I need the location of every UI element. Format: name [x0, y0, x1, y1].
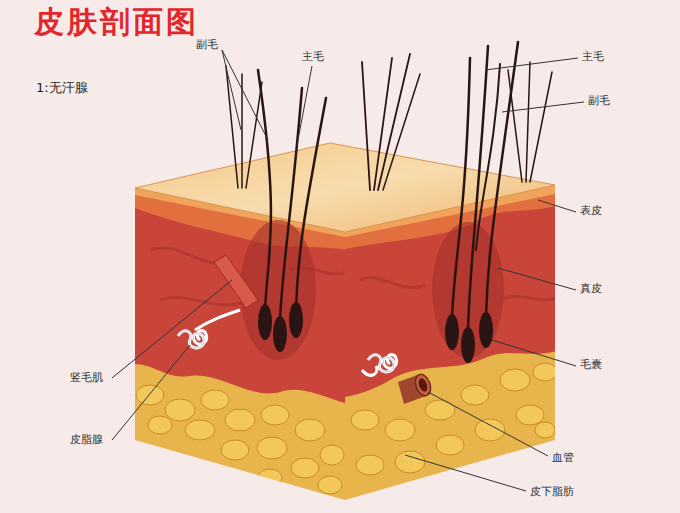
diagram-title: 皮肤剖面图	[34, 4, 199, 40]
part-label: 毛囊	[580, 358, 602, 371]
part-label: 副毛	[196, 38, 218, 51]
part-label: 真皮	[580, 282, 602, 295]
part-label: 皮脂腺	[70, 433, 103, 446]
leader-lines	[112, 50, 584, 491]
left-face	[130, 180, 350, 510]
part-label: 竖毛肌	[70, 371, 103, 384]
sebaceous-glands	[178, 310, 397, 375]
skin-top	[135, 143, 555, 232]
part-label: 主毛	[302, 50, 324, 63]
hair-shafts	[226, 42, 552, 330]
part-label: 血管	[552, 451, 574, 464]
note-text: 1:无汗腺	[36, 80, 88, 96]
arrector-muscle	[214, 255, 258, 308]
sebaceous-outline	[178, 331, 394, 372]
part-label: 表皮	[580, 204, 602, 217]
right-face	[340, 180, 560, 510]
part-label: 主毛	[582, 50, 604, 63]
follicles	[240, 220, 504, 363]
part-label: 皮下脂肪	[530, 485, 574, 498]
part-label: 副毛	[588, 94, 610, 107]
blood-vessel	[398, 372, 433, 404]
